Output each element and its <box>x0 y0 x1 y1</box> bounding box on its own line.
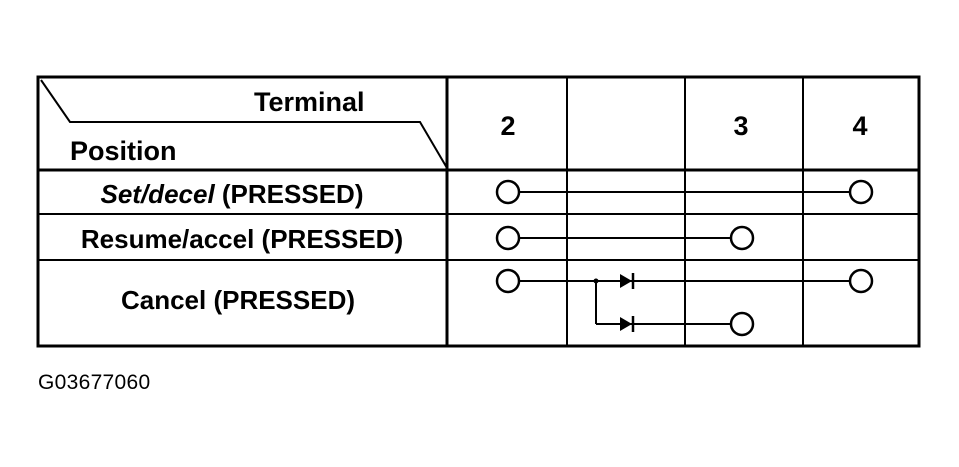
header-diagonal <box>40 79 448 169</box>
terminal-node <box>495 225 521 251</box>
diode-icon <box>620 273 635 289</box>
terminal-node <box>495 179 521 205</box>
terminal-4-label: 4 <box>852 111 867 141</box>
row-label-resume-accel: Resume/accel (PRESSED) <box>81 224 403 254</box>
junction-dot <box>593 278 599 284</box>
diode-icon <box>620 316 635 332</box>
row-label-set-decel: Set/decel (PRESSED) <box>101 179 364 209</box>
header-terminal-label: Terminal <box>254 87 365 117</box>
terminal-node <box>848 179 874 205</box>
terminal-node <box>848 268 874 294</box>
figure-id: G03677060 <box>38 371 151 394</box>
row-label-cancel: Cancel (PRESSED) <box>121 285 355 315</box>
terminal-node <box>729 311 755 337</box>
terminal-node <box>495 268 521 294</box>
terminal-3-label: 3 <box>733 111 748 141</box>
header-position-label: Position <box>70 136 177 166</box>
terminal-2-label: 2 <box>500 111 515 141</box>
table-border <box>36 75 921 348</box>
terminal-node <box>729 225 755 251</box>
